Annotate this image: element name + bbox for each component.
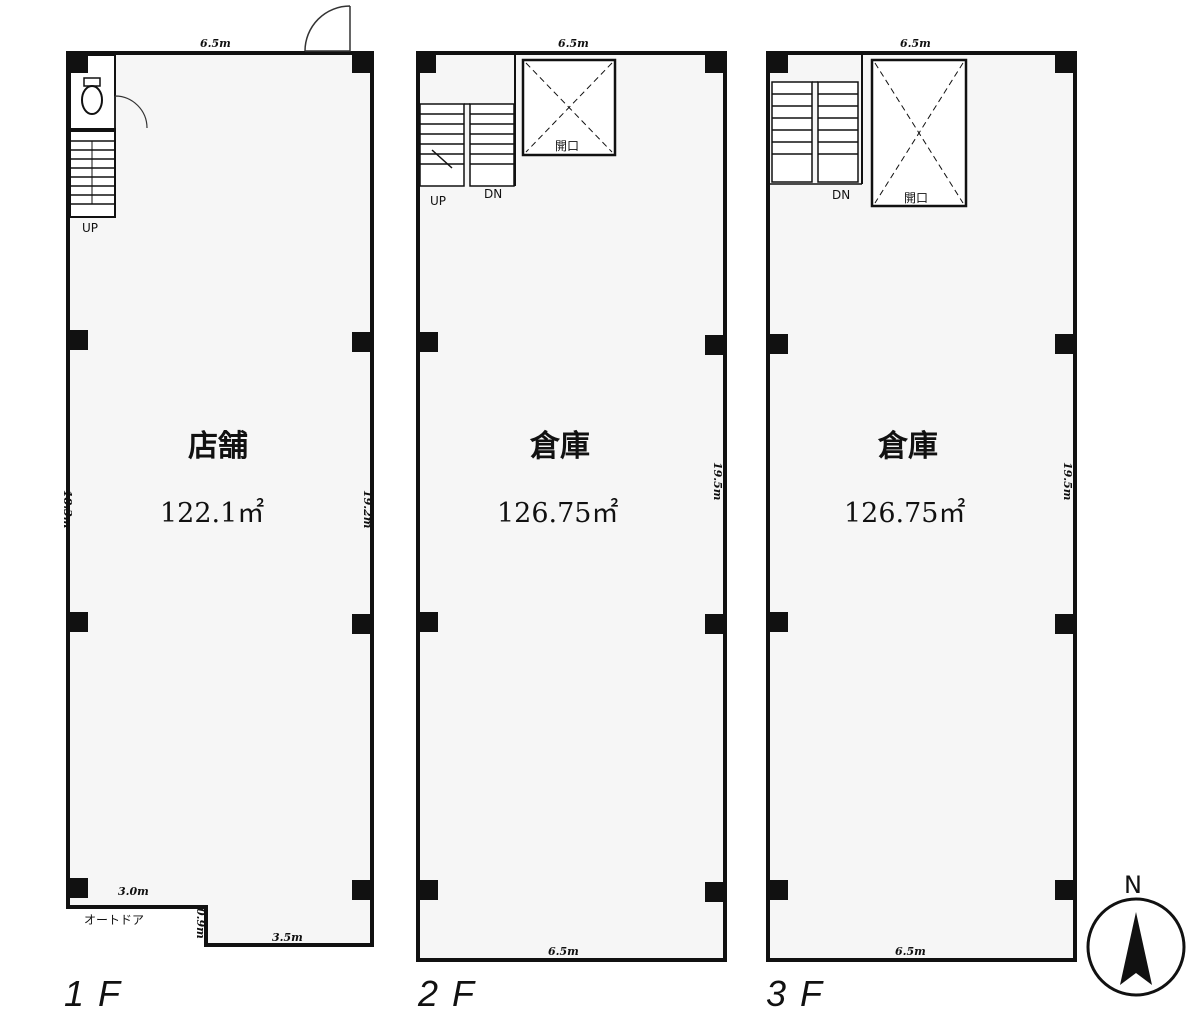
right-depth-3f: 19.5m: [1061, 462, 1074, 500]
right-depth-2f: 19.5m: [711, 462, 724, 500]
top-width-3f: 6.5m: [900, 37, 931, 50]
right-depth-1f: 19.2m: [361, 490, 374, 528]
floor-opening-3f: [870, 58, 968, 208]
bottom-width-2f: 6.5m: [548, 945, 579, 958]
staircase-1f: [69, 130, 116, 218]
top-width-1f: 6.5m: [200, 37, 231, 50]
bottom-width-3f: 6.5m: [895, 945, 926, 958]
wall-2f: [416, 51, 727, 962]
stair-up-label-1f: UP: [82, 221, 98, 235]
floor-plan-1f: UP 6.5m 18.3m 19.2m 店舗 122.1㎡ 3.0m オートドア…: [61, 5, 374, 1014]
columns-1f: [68, 53, 372, 900]
toilet-room-1f: [69, 54, 116, 130]
opening-label-3f: 開口: [904, 191, 928, 205]
room-name-3f: 倉庫: [877, 429, 938, 464]
floor-label-1f: 1F: [64, 973, 134, 1014]
area-2f: 126.75㎡: [497, 498, 618, 529]
notch-height-1f: 0.9m: [194, 908, 207, 939]
columns-3f: [768, 53, 1075, 900]
stair-down-label-2f: DN: [484, 187, 502, 201]
compass-north-label: N: [1124, 871, 1142, 899]
area-1f: 122.1㎡: [160, 498, 264, 529]
stair-down-label-3f: DN: [832, 188, 850, 202]
floor-plan-2f: UP DN 開口 6.5m 19.5m 倉庫 126.75㎡ 6.5m 2F: [416, 37, 727, 1014]
floor-label-3f: 3F: [766, 973, 836, 1014]
staircase-3f: [771, 81, 859, 183]
area-3f: 126.75㎡: [844, 498, 965, 529]
notch-top-width-1f: 3.0m: [118, 885, 149, 898]
columns-2f: [418, 53, 725, 902]
top-width-2f: 6.5m: [558, 37, 589, 50]
north-arrow-icon: [1120, 912, 1152, 985]
floor-opening-2f: [521, 58, 617, 157]
room-name-1f: 店舗: [188, 429, 248, 464]
entrance-door-1f: [304, 5, 351, 52]
room-name-2f: 倉庫: [529, 429, 590, 464]
stair-up-label-2f: UP: [430, 194, 446, 208]
bottom-width-1f: 3.5m: [272, 931, 303, 944]
left-depth-1f: 18.3m: [61, 490, 74, 528]
floor-label-2f: 2F: [417, 973, 488, 1014]
opening-label-2f: 開口: [555, 139, 579, 153]
floor-plan-3f: DN 開口 6.5m 19.5m 倉庫 126.75㎡ 6.5m 3F: [766, 37, 1077, 1014]
toilet-door: [114, 95, 148, 129]
north-compass: N: [1086, 871, 1186, 997]
staircase-2f: [419, 103, 515, 187]
auto-door-label: オートドア: [84, 913, 144, 927]
